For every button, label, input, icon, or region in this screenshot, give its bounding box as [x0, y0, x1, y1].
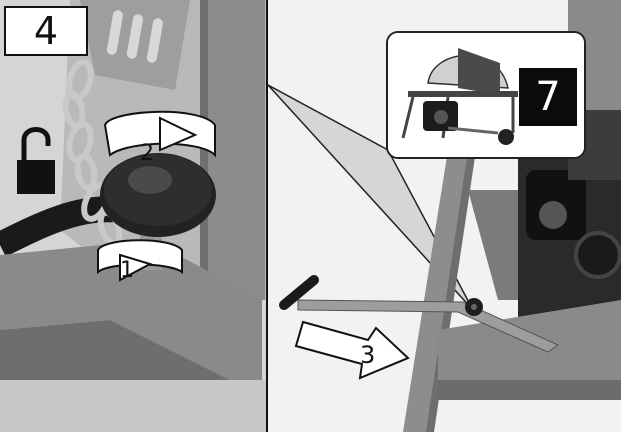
knob-chain-illustration: 2 1 — [0, 0, 268, 432]
arrow-label-2: 2 — [140, 141, 154, 166]
step-number-badge: 4 — [4, 6, 88, 56]
arrow-label-3: 3 — [360, 341, 375, 369]
overview-inset: 7 — [386, 31, 586, 159]
left-detail-panel: 2 1 4 — [0, 0, 268, 432]
inset-number-badge: 7 — [519, 68, 577, 126]
arrow-label-1: 1 — [120, 258, 134, 283]
